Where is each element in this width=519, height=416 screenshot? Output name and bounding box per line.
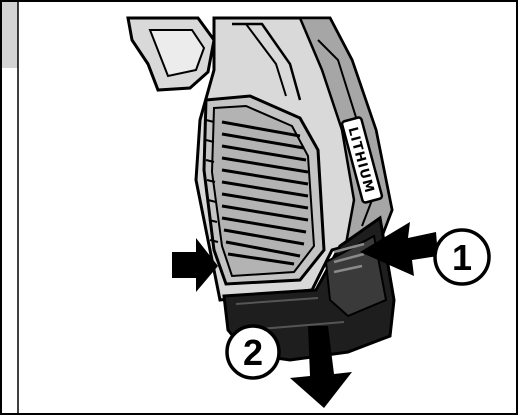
release-button-right bbox=[333, 242, 365, 274]
corner-tab bbox=[2, 2, 18, 68]
step-callout-2: 2 bbox=[225, 324, 281, 380]
press-arrow-right bbox=[360, 222, 438, 276]
grip-ridges bbox=[221, 120, 309, 266]
step-callout-1: 1 bbox=[433, 228, 491, 286]
pull-arrow-down bbox=[290, 326, 352, 408]
press-arrow-left bbox=[172, 238, 218, 292]
step-number-2: 2 bbox=[243, 332, 263, 373]
battery-pack bbox=[222, 215, 396, 362]
step-number-1: 1 bbox=[452, 237, 472, 278]
